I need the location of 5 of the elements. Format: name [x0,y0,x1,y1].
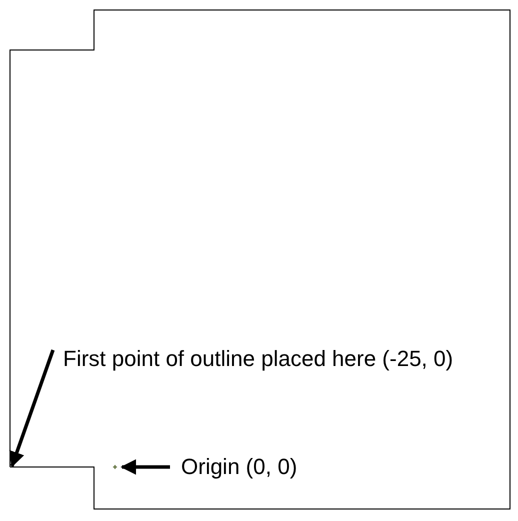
arrow [9,349,55,468]
origin-marker [112,464,118,470]
annotation-label: Origin (0, 0) [181,454,298,479]
arrow [120,459,170,475]
annotation-label: First point of outline placed here (-25, 0) [63,346,454,371]
